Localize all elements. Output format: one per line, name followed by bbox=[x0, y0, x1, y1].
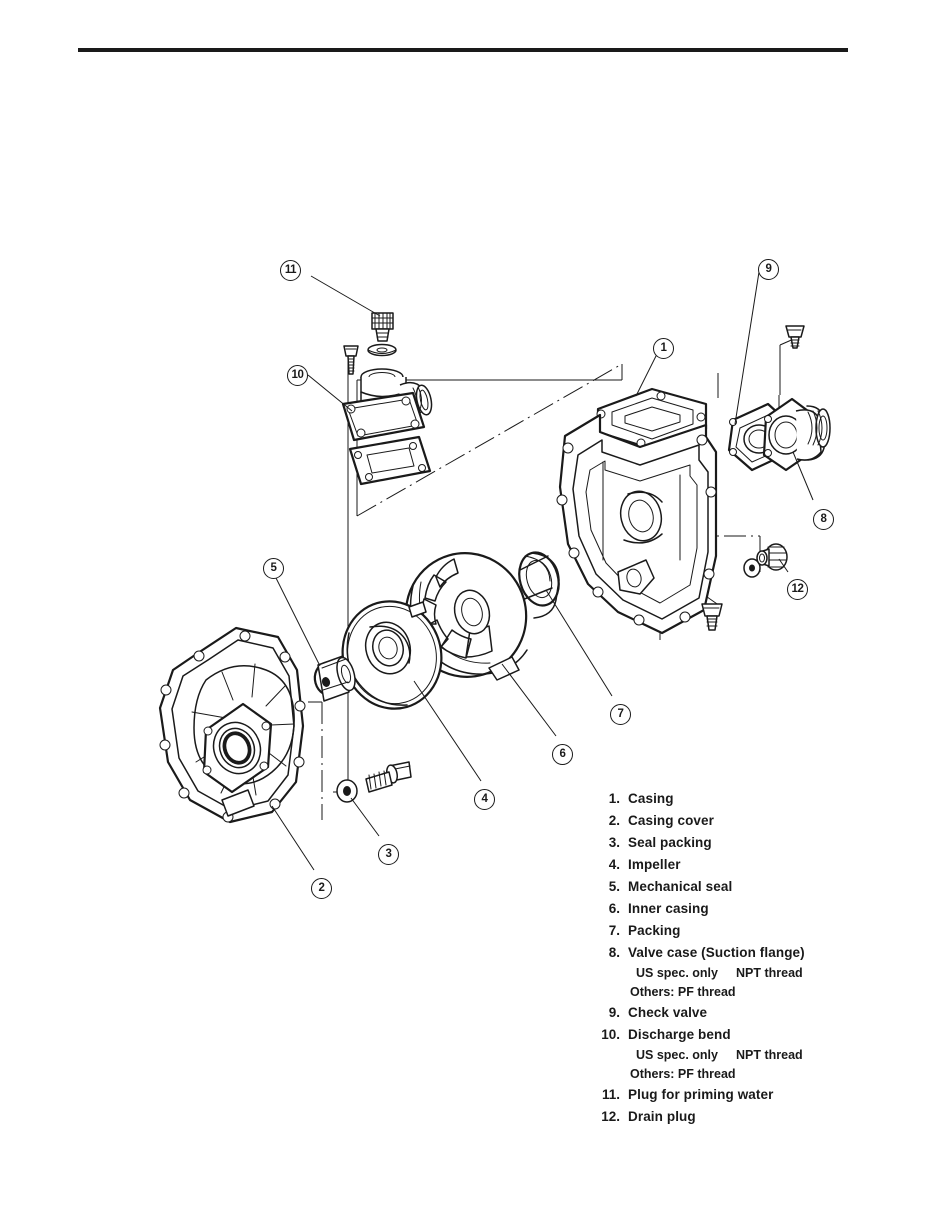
us-spec-note: US spec. only bbox=[636, 966, 718, 980]
legend-label: Mechanical seal bbox=[628, 879, 733, 894]
header-rule bbox=[78, 48, 848, 52]
legend-item-6: 6. Inner casing bbox=[590, 898, 910, 920]
legend-number: 7. bbox=[608, 923, 620, 938]
legend-sub-note-8b: Others: PF thread bbox=[590, 983, 910, 1002]
legend-number: 10. bbox=[601, 1027, 620, 1042]
legend-item-7: 7. Packing bbox=[590, 920, 910, 942]
casing-bolt-lower-right bbox=[701, 603, 723, 631]
legend-number: 5. bbox=[608, 879, 620, 894]
legend-item-5: 5. Mechanical seal bbox=[590, 876, 910, 898]
discharge-bend-part-10 bbox=[341, 345, 433, 486]
legend-item-2: 2. Casing cover bbox=[590, 810, 910, 832]
legend-number: 6. bbox=[608, 901, 620, 916]
legend-number: 12. bbox=[601, 1109, 620, 1124]
npt-thread-note: NPT thread bbox=[736, 1048, 803, 1062]
legend-item-12: 12. Drain plug bbox=[590, 1106, 910, 1128]
legend-number: 11. bbox=[601, 1087, 620, 1102]
legend-number: 3. bbox=[608, 835, 620, 850]
mechanical-seal-part-5 bbox=[313, 655, 356, 702]
legend-label: Discharge bend bbox=[628, 1027, 731, 1042]
callout-bubble-6[interactable]: 6 bbox=[552, 744, 573, 765]
legend-sub-note-10a: US spec. only NPT thread bbox=[590, 1046, 910, 1065]
callout-leader-lines bbox=[271, 271, 814, 871]
legend-label: Check valve bbox=[628, 1005, 708, 1020]
priming-plug-part-11 bbox=[367, 312, 397, 357]
callout-bubble-3[interactable]: 3 bbox=[378, 844, 399, 865]
legend-sub-note-10b: Others: PF thread bbox=[590, 1065, 910, 1084]
callout-bubble-10[interactable]: 10 bbox=[287, 365, 308, 386]
impeller-part-4 bbox=[341, 600, 443, 710]
others-pf-note: Others: PF thread bbox=[630, 985, 736, 999]
callout-bubble-1[interactable]: 1 bbox=[653, 338, 674, 359]
legend-item-3: 3. Seal packing bbox=[590, 832, 910, 854]
legend-label: Valve case (Suction flange) bbox=[628, 945, 805, 960]
parts-legend: 1. Casing 2. Casing cover 3. Seal packin… bbox=[590, 788, 910, 1128]
legend-label: Casing cover bbox=[628, 813, 714, 828]
legend-label: Drain plug bbox=[628, 1109, 696, 1124]
callout-bubble-7[interactable]: 7 bbox=[610, 704, 631, 725]
callout-bubble-11[interactable]: 11 bbox=[280, 260, 301, 281]
legend-number: 1. bbox=[608, 791, 620, 806]
cover-bolt bbox=[365, 761, 412, 793]
legend-label: Casing bbox=[628, 791, 674, 806]
valve-case-part-8 bbox=[762, 325, 831, 472]
callout-bubble-2[interactable]: 2 bbox=[311, 878, 332, 899]
legend-item-11: 11. Plug for priming water bbox=[590, 1084, 910, 1106]
seal-packing-part-3 bbox=[336, 779, 358, 803]
legend-label: Inner casing bbox=[628, 901, 709, 916]
casing-part-1 bbox=[556, 387, 718, 635]
legend-item-9: 9. Check valve bbox=[590, 1002, 910, 1024]
callout-bubble-5[interactable]: 5 bbox=[263, 558, 284, 579]
legend-number: 8. bbox=[608, 945, 620, 960]
packing-part-7 bbox=[518, 551, 560, 619]
legend-label: Seal packing bbox=[628, 835, 712, 850]
drain-plug-part-12 bbox=[743, 543, 788, 578]
legend-item-10: 10. Discharge bend bbox=[590, 1024, 910, 1046]
legend-number: 2. bbox=[608, 813, 620, 828]
callout-bubble-8[interactable]: 8 bbox=[813, 509, 834, 530]
legend-label: Plug for priming water bbox=[628, 1087, 774, 1102]
legend-number: 4. bbox=[608, 857, 620, 872]
callout-bubble-9[interactable]: 9 bbox=[758, 259, 779, 280]
us-spec-note: US spec. only bbox=[636, 1048, 718, 1062]
legend-item-1: 1. Casing bbox=[590, 788, 910, 810]
legend-item-4: 4. Impeller bbox=[590, 854, 910, 876]
npt-thread-note: NPT thread bbox=[736, 966, 803, 980]
callout-bubble-12[interactable]: 12 bbox=[787, 579, 808, 600]
callout-bubble-4[interactable]: 4 bbox=[474, 789, 495, 810]
casing-cover-part-2 bbox=[158, 626, 306, 824]
legend-sub-note-8a: US spec. only NPT thread bbox=[590, 964, 910, 983]
legend-item-8: 8. Valve case (Suction flange) bbox=[590, 942, 910, 964]
legend-label: Packing bbox=[628, 923, 681, 938]
others-pf-note: Others: PF thread bbox=[630, 1067, 736, 1081]
legend-label: Impeller bbox=[628, 857, 681, 872]
legend-number: 9. bbox=[608, 1005, 620, 1020]
